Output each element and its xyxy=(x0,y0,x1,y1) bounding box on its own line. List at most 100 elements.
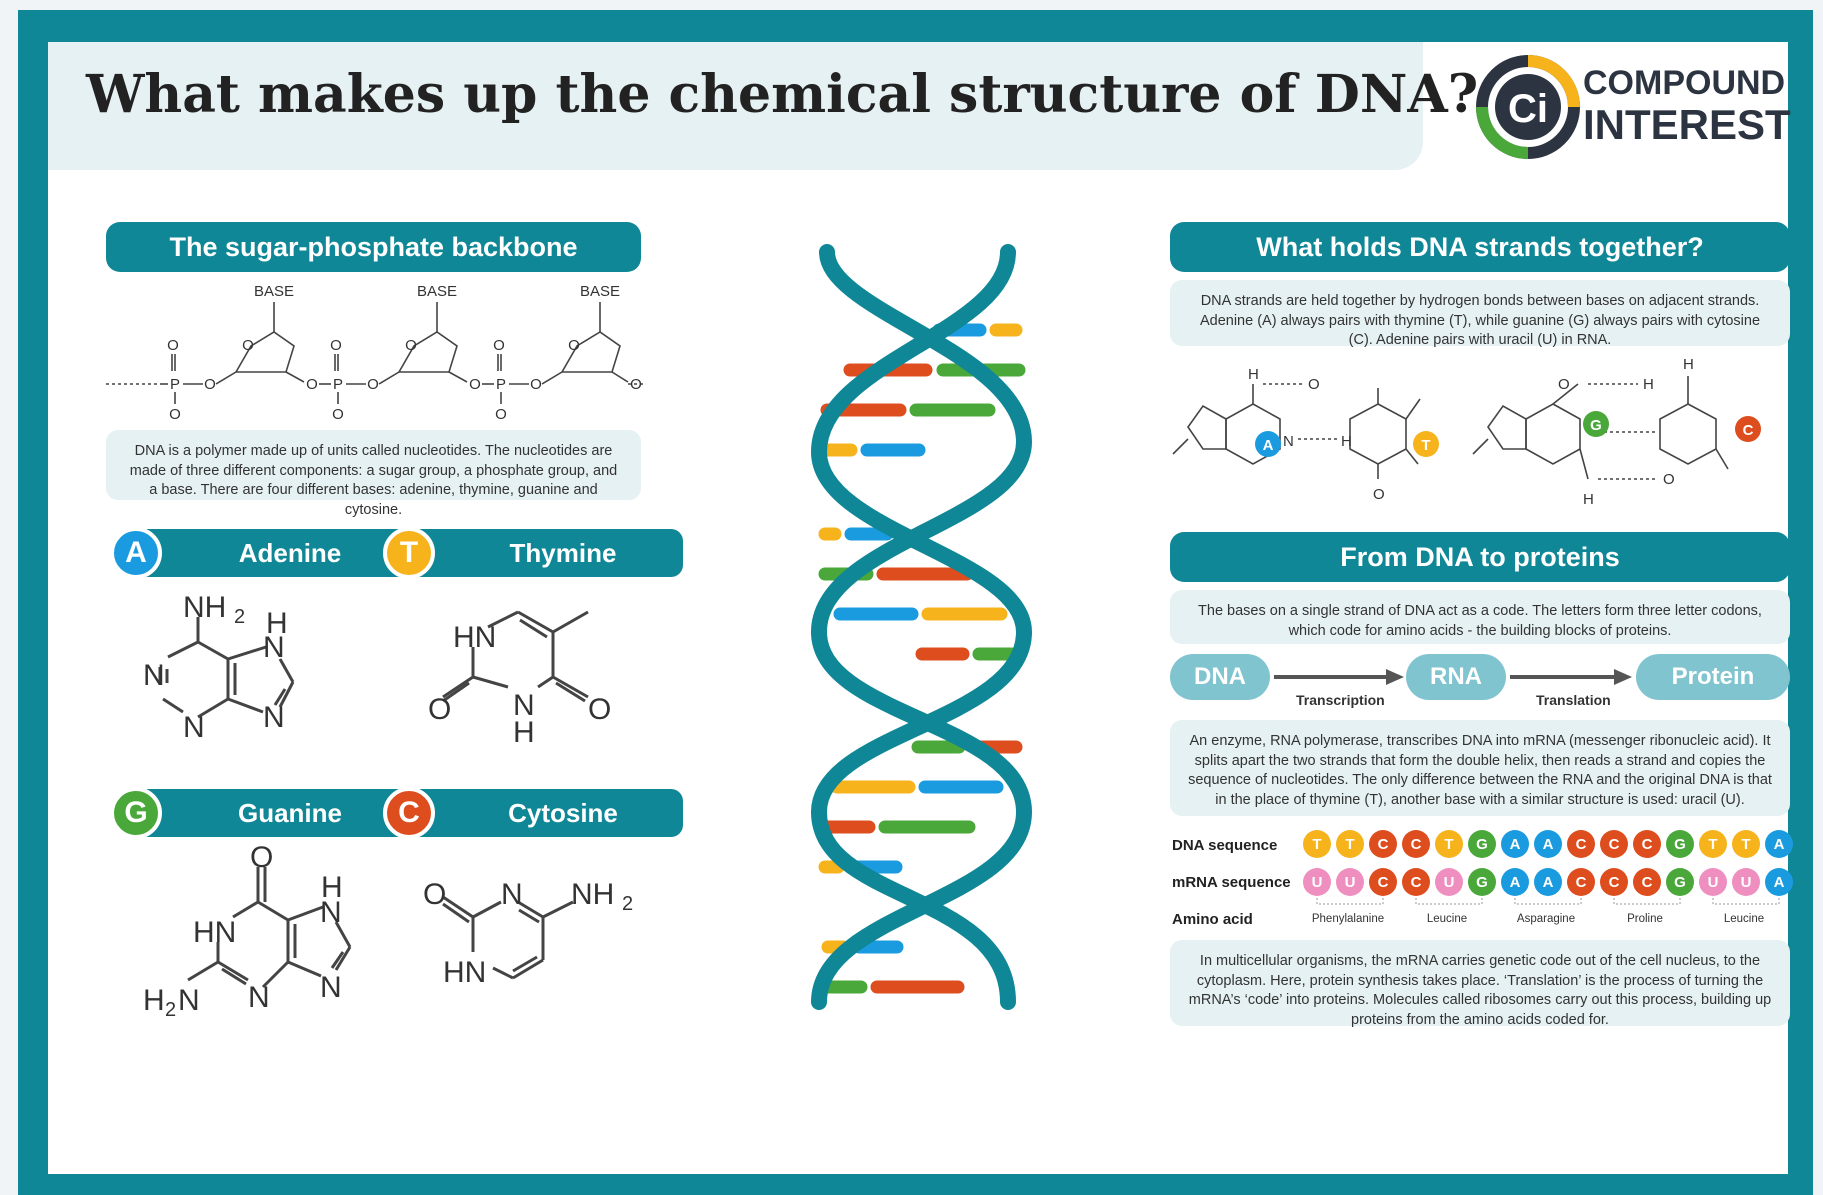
atom-o: O xyxy=(250,842,273,874)
sequence-base: C xyxy=(1600,830,1628,858)
adenine-structure: NH 2 N N N H N xyxy=(143,591,295,744)
atom-n: N xyxy=(320,971,342,1004)
atom-n: N xyxy=(1283,433,1294,450)
backbone-heading: The sugar-phosphate backbone xyxy=(106,222,641,272)
atom-o: O xyxy=(428,693,451,726)
mrna-sequence-label: mRNA sequence xyxy=(1172,874,1291,891)
page-title: What makes up the chemical structure of … xyxy=(86,64,1479,125)
sequence-base: G xyxy=(1468,868,1496,896)
sequence-base: T xyxy=(1336,830,1364,858)
sequence-base: C xyxy=(1567,868,1595,896)
poster-canvas: What makes up the chemical structure of … xyxy=(48,42,1793,1174)
cytosine-badge: C xyxy=(383,787,435,839)
sequence-base: U xyxy=(1336,868,1364,896)
atom-hn: HN xyxy=(443,956,486,989)
atom-h: H xyxy=(1583,491,1594,508)
atom-o: O xyxy=(332,406,344,423)
thymine-structure: HN O N H O xyxy=(428,610,611,749)
atom-n: N xyxy=(513,689,535,722)
atom-nh2: NH xyxy=(571,878,614,911)
pair-adenine-badge: A xyxy=(1263,437,1274,454)
atom-h: H xyxy=(513,716,535,749)
amino-acid-label: Amino acid xyxy=(1172,911,1253,928)
atom-o: O xyxy=(405,337,417,354)
atom-o: O xyxy=(204,376,216,393)
guanine-bar: Guanine xyxy=(140,789,410,837)
translation-arrow-icon xyxy=(1614,669,1632,685)
sequence-base: A xyxy=(1534,830,1562,858)
adenine-badge: A xyxy=(110,527,162,579)
atom-h2n: H xyxy=(143,984,165,1017)
adenine-bar: Adenine xyxy=(140,529,410,577)
atom-o: O xyxy=(530,376,542,393)
cytosine-heading: Cytosine C xyxy=(383,787,693,839)
logo-line2: INTEREST xyxy=(1583,101,1791,148)
logo-ring-icon: Ci xyxy=(1476,55,1580,159)
thymine-badge: T xyxy=(383,527,435,579)
compound-interest-logo: Ci COMPOUND INTEREST xyxy=(1473,52,1791,162)
guanine-badge: G xyxy=(110,787,162,839)
sequence-base: C xyxy=(1369,830,1397,858)
guanine-heading: Guanine G xyxy=(110,787,420,839)
guanine-structure: O HN H 2 N N N H N xyxy=(143,842,352,1021)
sequence-base: G xyxy=(1666,830,1694,858)
atom-o: O xyxy=(423,878,446,911)
atom-n: N xyxy=(263,631,285,664)
atom-n: N xyxy=(248,981,270,1014)
atom-nh2: NH xyxy=(183,591,226,624)
atom-h: H xyxy=(1683,356,1694,373)
atom-o: O xyxy=(1373,486,1385,503)
atom-sub2: 2 xyxy=(234,606,245,628)
atom-o: O xyxy=(493,337,505,354)
sequence-base: G xyxy=(1468,830,1496,858)
atom-o: O xyxy=(568,337,580,354)
sequence-base: U xyxy=(1435,868,1463,896)
flow-arrows xyxy=(1274,669,1632,685)
proteins-heading: From DNA to proteins xyxy=(1170,532,1790,582)
flow-translation-label: Translation xyxy=(1536,692,1611,708)
atom-o: O xyxy=(630,376,642,393)
amino-acid-5: Leucine xyxy=(1723,913,1765,925)
sequence-base: T xyxy=(1435,830,1463,858)
atom-n: N xyxy=(178,984,200,1017)
sequence-base: T xyxy=(1732,830,1760,858)
atom-h: H xyxy=(321,871,343,904)
pair-cytosine-badge: C xyxy=(1743,422,1754,439)
atom-o: O xyxy=(242,337,254,354)
atom-o: O xyxy=(330,337,342,354)
base-label-3: BASE xyxy=(580,283,620,300)
atom-sub2: 2 xyxy=(165,999,176,1021)
atom-o: O xyxy=(167,337,179,354)
atom-hn: HN xyxy=(193,916,236,949)
atom-n: N xyxy=(263,701,285,734)
sequence-base: U xyxy=(1303,868,1331,896)
atom-h: H xyxy=(1248,366,1259,383)
sequence-base: C xyxy=(1600,868,1628,896)
sequence-base: C xyxy=(1402,830,1430,858)
adenine-heading: Adenine A xyxy=(110,527,420,579)
base-label-2: BASE xyxy=(417,283,457,300)
atom-o: O xyxy=(1558,376,1570,393)
flow-transcription-label: Transcription xyxy=(1296,692,1385,708)
atom-o: O xyxy=(367,376,379,393)
sequence-base: U xyxy=(1699,868,1727,896)
dna-sequence-label: DNA sequence xyxy=(1172,837,1278,854)
cytosine-bar: Cytosine xyxy=(413,789,683,837)
atom-o: O xyxy=(495,406,507,423)
thymine-heading: Thymine T xyxy=(383,527,693,579)
amino-acid-3: Asparagine xyxy=(1516,913,1576,925)
sequence-base: A xyxy=(1765,868,1793,896)
atom-o: O xyxy=(469,376,481,393)
atom-p: P xyxy=(496,376,506,393)
sequence-base: C xyxy=(1633,830,1661,858)
dna-double-helix xyxy=(810,244,1033,1010)
atom-p: P xyxy=(333,376,343,393)
backbone-text: DNA is a polymer made up of units called… xyxy=(106,430,641,518)
base-label-1: BASE xyxy=(254,283,294,300)
hbonds-heading: What holds DNA strands together? xyxy=(1170,222,1790,272)
atom-n: N xyxy=(143,659,165,692)
cytosine-structure: O N NH 2 HN xyxy=(423,878,633,989)
atom-sub2: 2 xyxy=(622,893,633,915)
sequence-base: C xyxy=(1567,830,1595,858)
